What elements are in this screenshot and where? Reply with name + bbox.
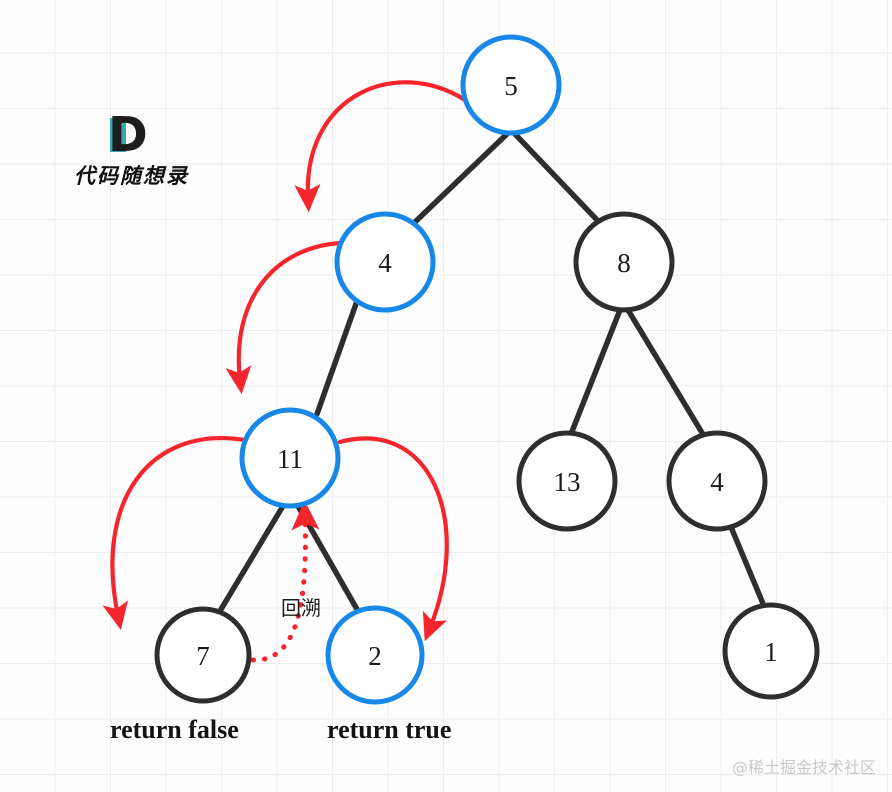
node-8[interactable]: 8 xyxy=(573,211,675,313)
node-circle xyxy=(722,602,820,700)
node-2[interactable]: 2 xyxy=(325,605,425,705)
node-label: 8 xyxy=(617,248,631,278)
node-label: 11 xyxy=(277,444,303,474)
node-label: 2 xyxy=(368,641,382,671)
node-circle xyxy=(516,430,618,532)
backtrack-label: 回溯 xyxy=(281,596,321,620)
node-label: 4 xyxy=(710,467,724,497)
node-label: 4 xyxy=(378,248,392,278)
traversal-arrows xyxy=(102,80,468,663)
edge-8-13 xyxy=(568,307,623,437)
node-label: 7 xyxy=(196,641,210,671)
node-circle xyxy=(334,211,436,313)
node-4-right[interactable]: 4 xyxy=(666,430,768,532)
edge-11-7 xyxy=(217,503,286,614)
node-circle xyxy=(573,211,675,313)
arrow-5-to-4 xyxy=(294,80,468,213)
logo-brand-text: 代码随想录 xyxy=(74,164,189,188)
edge-5-8 xyxy=(511,130,601,224)
node-13[interactable]: 13 xyxy=(516,430,618,532)
edge-4b-1 xyxy=(728,524,767,609)
edge-5-4 xyxy=(412,130,511,225)
node-circle xyxy=(325,605,425,705)
return-true-label: return true xyxy=(327,715,452,744)
return-false-label: return false xyxy=(110,715,239,744)
node-circle xyxy=(239,407,341,509)
logo-letter: D xyxy=(108,107,148,163)
edge-4-11 xyxy=(314,298,360,417)
arrow-11-to-2 xyxy=(337,436,449,642)
watermark: @稀土掘金技术社区 xyxy=(731,758,876,777)
node-7[interactable]: 7 xyxy=(154,606,252,704)
node-label: 13 xyxy=(554,467,581,497)
brand-logo: D 代码随想录 xyxy=(74,107,224,197)
arrow-4-to-11 xyxy=(225,240,343,395)
node-5[interactable]: 5 xyxy=(460,34,562,136)
node-circle xyxy=(666,430,768,532)
node-circle xyxy=(460,34,562,136)
node-4-left[interactable]: 4 xyxy=(334,211,436,313)
arrow-11-to-7 xyxy=(102,436,248,630)
node-label: 1 xyxy=(764,637,778,667)
tree-nodes: 5 4 8 11 13 4 xyxy=(154,34,820,705)
node-11[interactable]: 11 xyxy=(239,407,341,509)
logo-d-mark: D xyxy=(108,107,162,163)
node-circle xyxy=(154,606,252,704)
logo-teal-bar xyxy=(110,118,126,152)
arrow-backtrack-7-to-11 xyxy=(250,500,320,663)
node-1[interactable]: 1 xyxy=(722,602,820,700)
tree-edges xyxy=(217,130,767,614)
node-label: 5 xyxy=(504,71,518,101)
edge-8-4b xyxy=(625,307,707,439)
